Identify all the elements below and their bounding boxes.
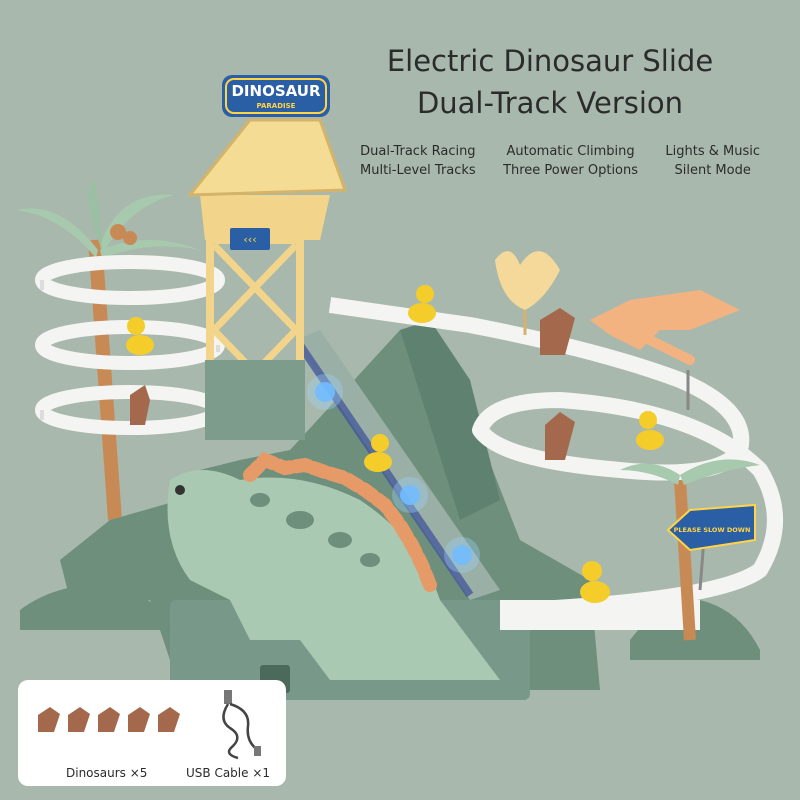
usb-cable-icon — [222, 690, 261, 760]
duck — [126, 317, 154, 355]
stegosaurus-figure — [167, 451, 500, 680]
trex-accessory-row — [38, 707, 180, 732]
palm-tree-right — [620, 459, 760, 641]
lookout-tower: ‹‹‹ — [186, 118, 348, 440]
slow-down-text: PLEASE SLOW DOWN — [674, 526, 751, 534]
feature-column-1: Dual-Track Racing Multi-Level Tracks — [360, 142, 476, 180]
palm-tree-left — [15, 180, 200, 521]
trex — [130, 385, 150, 425]
feature-column-2: Automatic Climbing Three Power Options — [503, 142, 638, 180]
duck — [580, 561, 610, 603]
accessories-panel: Dinosaurs ×5 USB Cable ×1 — [18, 680, 286, 786]
duck — [408, 285, 436, 323]
page-title: Electric Dinosaur Slide Dual-Track Versi… — [370, 40, 730, 124]
feature-list: Dual-Track Racing Multi-Level Tracks Aut… — [360, 142, 760, 180]
left-spiral-track — [35, 255, 225, 435]
feature-item: Silent Mode — [674, 163, 751, 178]
dinosaur-paradise-sign: DINOSAUR PARADISE — [222, 75, 330, 117]
title-line-2: Dual-Track Version — [416, 86, 684, 120]
right-track — [328, 297, 783, 630]
feature-column-3: Lights & Music Silent Mode — [665, 142, 760, 180]
feature-item: Multi-Level Tracks — [360, 163, 476, 178]
trex — [545, 412, 575, 460]
feature-item: Three Power Options — [503, 163, 639, 178]
accessories-illustration — [38, 690, 261, 760]
trex-figures — [130, 308, 575, 460]
slow-down-sign: PLEASE SLOW DOWN — [666, 503, 756, 591]
dinosaurs-count-label: Dinosaurs ×5 — [66, 766, 148, 780]
feature-item: Lights & Music — [665, 144, 760, 159]
duck-figures — [126, 285, 664, 603]
pterodactyl-figure — [590, 290, 740, 365]
svg-text:‹‹‹: ‹‹‹ — [243, 233, 256, 246]
duck — [636, 411, 664, 450]
feature-item: Dual-Track Racing — [360, 144, 476, 159]
usb-cable-label: USB Cable ×1 — [186, 766, 271, 780]
feature-item: Automatic Climbing — [506, 144, 635, 159]
title-line-1: Electric Dinosaur Slide — [386, 44, 714, 78]
sign-subtitle: PARADISE — [257, 102, 296, 110]
leaf-signs — [495, 251, 560, 335]
trex — [540, 308, 575, 355]
duck — [364, 434, 392, 472]
sign-title: DINOSAUR — [231, 82, 320, 100]
